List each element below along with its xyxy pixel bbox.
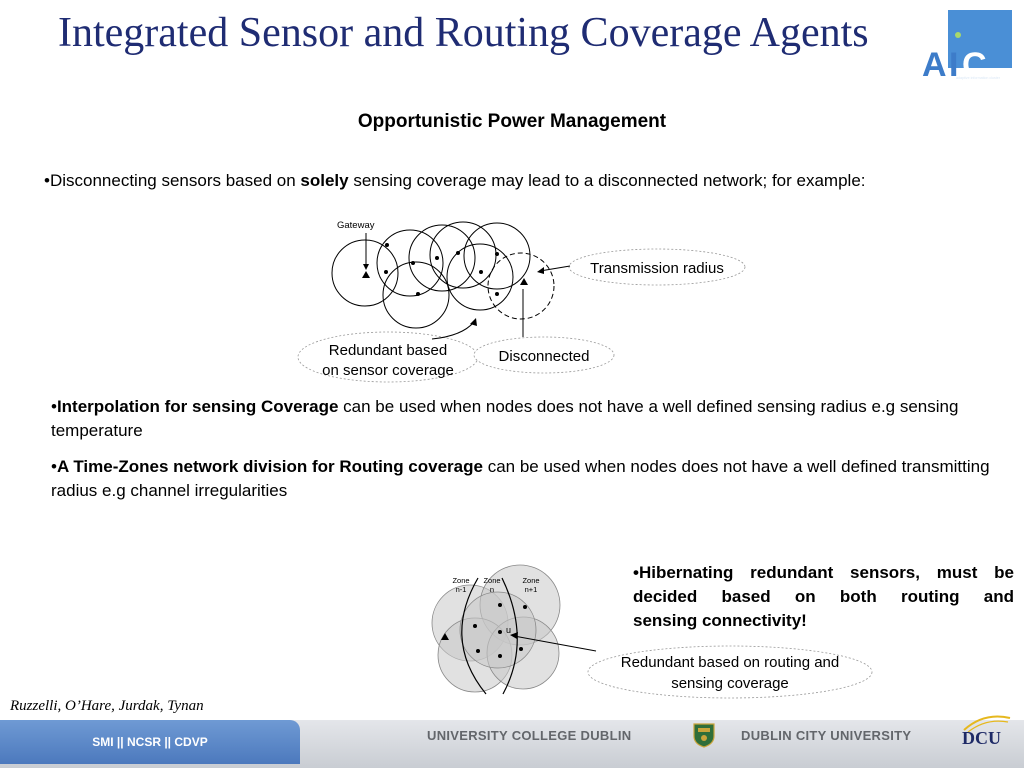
gateway-label: Gateway <box>337 220 375 231</box>
svg-text:A: A <box>922 46 947 80</box>
coverage-circle <box>408 224 476 292</box>
coverage-circle <box>376 229 444 297</box>
disconnected-label: Disconnected <box>499 348 590 365</box>
footer-org-label: SMI || NCSR || CDVP <box>0 720 300 764</box>
sensor-node <box>384 270 388 274</box>
zone-boundary <box>461 577 487 695</box>
svg-text:adaptive information cluster: adaptive information cluster <box>956 76 1001 80</box>
sensor-node <box>456 251 460 255</box>
dcu-logo: DCU <box>962 715 1011 748</box>
disconnected-callout <box>473 336 615 374</box>
gateway-node <box>441 633 449 640</box>
svg-text:n-1: n-1 <box>456 585 467 594</box>
sensor-node <box>411 261 415 265</box>
svg-text:Zone: Zone <box>522 576 539 585</box>
svg-text:C: C <box>962 46 987 80</box>
svg-text:I: I <box>949 46 958 80</box>
coverage-circle <box>463 222 531 290</box>
aic-logo: A I C adaptive information cluster <box>922 10 1012 80</box>
sensor-node <box>385 243 389 247</box>
bullet-hibernating: •Hibernating redundant sensors, must be … <box>633 563 1014 630</box>
sensor-node <box>416 292 420 296</box>
transmission-radius-callout <box>568 248 746 286</box>
svg-text:sensing coverage: sensing coverage <box>671 675 789 692</box>
transmission-radius-label: Transmission radius <box>590 260 724 277</box>
coverage-circle <box>446 243 514 311</box>
sensor-nodes <box>362 243 528 296</box>
time-zones-diagram: Zone n-1 Zone n Zone n+1 u <box>431 564 561 695</box>
bullet-time-zones: •A Time-Zones network division for Routi… <box>51 457 990 500</box>
bullet-interpolation: •Interpolation for sensing Coverage can … <box>51 397 959 440</box>
redundant-label-line2: on sensor coverage <box>322 362 454 379</box>
svg-text:Zone: Zone <box>452 576 469 585</box>
disconnected-node <box>520 278 528 285</box>
slide-subtitle: Opportunistic Power Management <box>357 111 667 132</box>
sensor-node <box>435 256 439 260</box>
sensor-node <box>479 270 483 274</box>
bullet-disconnecting-sensors: •Disconnecting sensors based on solely s… <box>44 171 866 190</box>
coverage-circle <box>331 239 399 307</box>
sensor-coverage-diagram <box>331 221 555 329</box>
sensor-node <box>495 292 499 296</box>
authors: Ruzzelli, O’Hare, Jurdak, Tynan <box>10 698 204 714</box>
svg-text:n: n <box>490 585 494 594</box>
sensor-node <box>495 252 499 256</box>
gateway-node <box>362 271 370 278</box>
svg-text:n+1: n+1 <box>525 585 538 594</box>
svg-text:DCU: DCU <box>962 728 1001 748</box>
ucd-crest-icon <box>693 723 715 748</box>
coverage-circle <box>382 261 450 329</box>
dcu-label: DUBLIN CITY UNIVERSITY <box>741 728 912 743</box>
ucd-label: UNIVERSITY COLLEGE DUBLIN <box>427 728 632 743</box>
zone-boundary <box>501 577 518 695</box>
redundant-label-line1: Redundant based <box>329 342 447 359</box>
transmission-circle-dashed <box>487 252 555 320</box>
slide-title: Integrated Sensor and Routing Coverage A… <box>58 10 869 56</box>
svg-text:Redundant based on routing and: Redundant based on routing and <box>621 654 840 671</box>
redundant-routing-callout <box>587 645 873 699</box>
node-u-label: u <box>506 625 511 635</box>
coverage-diagrams: Gateway Transmission radius Redundant ba… <box>297 220 873 699</box>
svg-text:Zone: Zone <box>483 576 500 585</box>
